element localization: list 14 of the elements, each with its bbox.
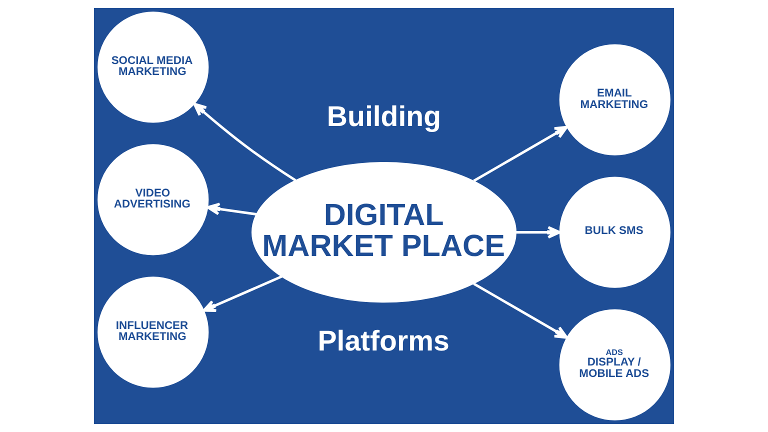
node-circle: VIDEO ADVERTISING — [98, 144, 209, 256]
node-ellipse: DIGITAL MARKET PLACE — [251, 162, 517, 303]
node-circle: BULK SMS — [559, 176, 670, 288]
arrow — [473, 126, 568, 182]
label: Platforms — [318, 325, 450, 358]
node-circle: ADS DISPLAY / MOBILE ADS — [559, 309, 670, 420]
label: Building — [326, 101, 442, 134]
arrow — [202, 275, 282, 312]
arrow — [193, 102, 296, 182]
node-circle: EMAIL MARKETING — [559, 44, 670, 156]
node-circle: INFLUENCER MARKETING — [98, 276, 209, 388]
arrow — [473, 282, 568, 339]
arrow — [516, 226, 561, 239]
arrow — [206, 202, 257, 216]
